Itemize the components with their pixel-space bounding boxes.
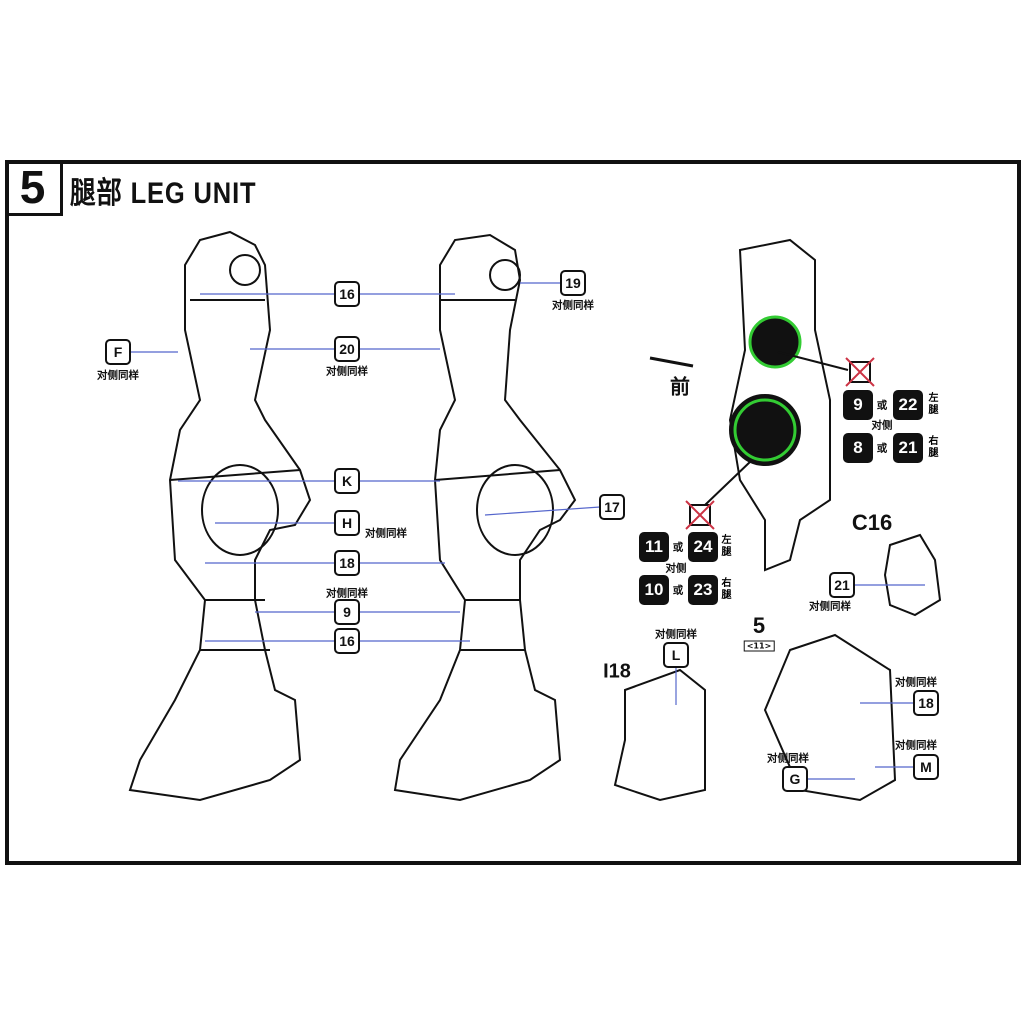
mirror-note: 对侧同样 (97, 369, 139, 382)
sticker-11: 11 (639, 532, 669, 562)
or-label: 或 (876, 399, 888, 412)
mirror-note: 对侧同样 (552, 299, 594, 312)
front-label: 前 (670, 376, 690, 399)
step-title: 腿部 LEG UNIT (70, 177, 257, 210)
no-sticker-icon (685, 357, 875, 530)
callout-17: 17 (599, 494, 625, 520)
callout-G: G (782, 766, 808, 792)
callout-16: 16 (334, 628, 360, 654)
mirror-note: 对侧同样 (326, 365, 368, 378)
callout-19: 19 (560, 270, 586, 296)
leader-lines (130, 282, 925, 780)
left-leg-label: 左腿 (721, 535, 732, 558)
diagram-frame (5, 160, 1021, 865)
mirror-note: 对侧同样 (895, 676, 937, 689)
callout-9: 9 (334, 599, 360, 625)
mirror-note: 对侧同样 (655, 628, 697, 641)
mirror-note: 对侧同样 (365, 527, 407, 540)
mirror-note: 对侧同样 (767, 752, 809, 765)
sticker-8: 8 (843, 433, 873, 463)
sticker-9: 9 (843, 390, 873, 420)
leg-side-view (393, 233, 577, 802)
or-label: 或 (672, 584, 684, 597)
mirror-note: 对侧同样 (895, 739, 937, 752)
opposite-label: 对侧 (871, 419, 893, 432)
right-leg-label: 右腿 (721, 578, 732, 601)
or-label: 或 (672, 541, 684, 554)
sticker-21: 21 (893, 433, 923, 463)
part-knee-armor (763, 633, 897, 802)
sticker-10: 10 (639, 575, 669, 605)
callout-F: F (105, 339, 131, 365)
sticker-23: 23 (688, 575, 718, 605)
sub-step-number: 5 (752, 613, 766, 638)
mirror-note: 对侧同样 (809, 600, 851, 613)
part-i18 (613, 668, 706, 802)
mirror-note: 对侧同样 (326, 587, 368, 600)
step-number: 5 (5, 160, 63, 216)
opposite-label: 对侧 (665, 562, 687, 575)
hip-joint-part (649, 238, 849, 572)
callout-20: 20 (334, 336, 360, 362)
callout-21: 21 (829, 572, 855, 598)
callout-M: M (913, 754, 939, 780)
callout-L: L (663, 642, 689, 668)
runner-C16: C16 (851, 510, 893, 535)
left-leg-label: 左腿 (928, 393, 939, 416)
right-leg-label: 右腿 (928, 436, 939, 459)
callout-18: 18 (334, 550, 360, 576)
callout-H: H (334, 510, 360, 536)
sticker-24: 24 (688, 532, 718, 562)
or-label: 或 (876, 442, 888, 455)
sub-step-ref: <11> (743, 640, 775, 652)
part-c16 (883, 533, 942, 617)
runner-I18: I18 (603, 660, 631, 683)
sticker-22: 22 (893, 390, 923, 420)
leg-front-view (128, 230, 312, 802)
callout-18: 18 (913, 690, 939, 716)
callout-K: K (334, 468, 360, 494)
callout-16: 16 (334, 281, 360, 307)
